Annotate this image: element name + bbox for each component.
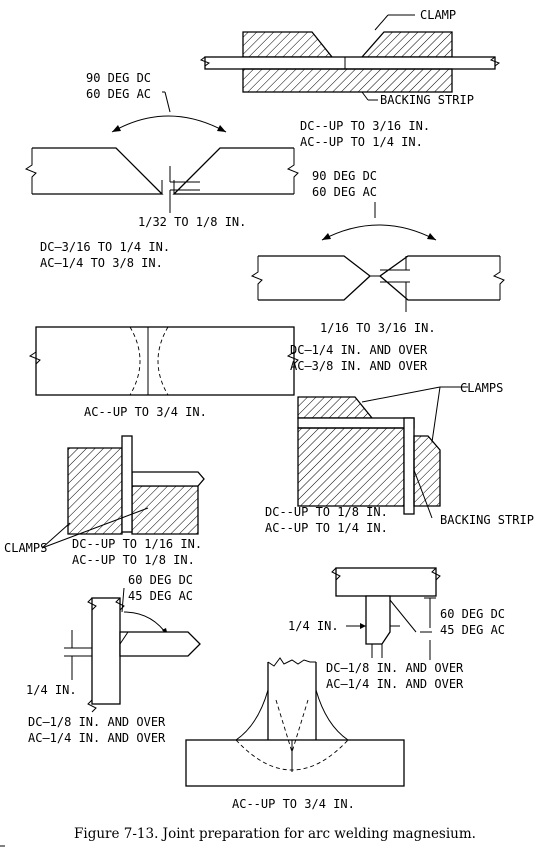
d8-angle-ac: 45 DEG AC [440, 623, 505, 637]
d9-base-plate [185, 739, 405, 787]
vertical-bevel-tee: 1/4 IN. 60 DEG DC 45 DEG AC DC—1/8 IN. A… [288, 567, 505, 691]
d8-dc-range: DC—1/8 IN. AND OVER [326, 661, 464, 675]
clamp-label: CLAMP [420, 8, 456, 22]
double-v-joint: 90 DEG DC 60 DEG AC 1/16 TO 3/16 IN. DC—… [250, 169, 505, 373]
clamped-edge-joint: CLAMPS DC--UP TO 1/16 IN. AC--UP TO 1/8 … [4, 435, 205, 567]
d5-clamps-label: CLAMPS [460, 381, 503, 395]
d4-plates [35, 326, 295, 396]
d5-dc-range: DC--UP TO 1/8 IN. [265, 505, 388, 519]
d7-angle-dc: 60 DEG DC [128, 573, 193, 587]
d7-vertical-member [91, 597, 121, 705]
beveled-tee-joint: 60 DEG DC 45 DEG AC 1/4 IN. DC—1/8 IN. A… [26, 573, 201, 745]
d2-root-gap: 1/32 TO 1/8 IN. [138, 215, 246, 229]
d7-dim-label: 1/4 IN. [26, 683, 77, 697]
single-v-joint: 90 DEG DC 60 DEG AC 1/32 TO 1/8 IN. DC—3… [24, 71, 299, 270]
d3-angle-ac: 60 DEG AC [312, 185, 377, 199]
d7-beveled-member [119, 631, 201, 657]
d6-flat-plate [131, 471, 205, 487]
square-butt-joint: AC--UP TO 3/4 IN. [28, 326, 299, 419]
d6-ac-range: AC--UP TO 1/8 IN. [72, 553, 195, 567]
clamped-backing-joint: CLAMPS BACKING STRIP DC--UP TO 1/8 IN. A… [265, 381, 534, 535]
d7-angle-ac: 45 DEG AC [128, 589, 193, 603]
d5-clamp-side [413, 435, 441, 507]
d2-dc-range: DC—3/16 TO 1/4 IN. [40, 240, 170, 254]
d8-ac-range: AC—1/4 IN. AND OVER [326, 677, 464, 691]
figure-caption: Figure 7-13. Joint preparation for arc w… [74, 826, 476, 842]
d8-vertical-member [365, 595, 391, 645]
d5-backing-label: BACKING STRIP [440, 513, 534, 527]
d2-angle-dc: 90 DEG DC [86, 71, 151, 85]
d5-clamp-top [297, 396, 374, 419]
d6-vertical-plate [121, 435, 133, 533]
clamp-left [242, 31, 334, 58]
d5-upright [403, 417, 415, 515]
d8-angle-dc: 60 DEG DC [440, 607, 505, 621]
d3-angle-dc: 90 DEG DC [312, 169, 377, 183]
d5-base-block [297, 427, 405, 507]
d7-dc-range: DC—1/8 IN. AND OVER [28, 715, 166, 729]
d7-ac-range: AC—1/4 IN. AND OVER [28, 731, 166, 745]
d6-dc-range: DC--UP TO 1/16 IN. [72, 537, 202, 551]
d8-dim-label: 1/4 IN. [288, 619, 339, 633]
plate-sheet [204, 56, 496, 70]
d2-angle-ac: 60 DEG AC [86, 87, 151, 101]
clamp-right [360, 31, 453, 58]
backing-strip [242, 68, 453, 93]
d5-sheet [297, 417, 415, 429]
clamped-butt-joint: CLAMP BACKING STRIP DC--UP TO 3/16 IN. A… [199, 8, 501, 149]
d1-dc-range: DC--UP TO 3/16 IN. [300, 119, 430, 133]
d6-clamp-left [67, 447, 123, 535]
d2-ac-range: AC—1/4 TO 3/8 IN. [40, 256, 163, 270]
d3-root-gap: 1/16 TO 3/16 IN. [320, 321, 436, 335]
d3-dc-range: DC—1/4 IN. AND OVER [290, 343, 428, 357]
d1-ac-range: AC--UP TO 1/4 IN. [300, 135, 423, 149]
backing-strip-label: BACKING STRIP [380, 93, 474, 107]
d3-ac-range: AC—3/8 IN. AND OVER [290, 359, 428, 373]
d8-horizontal-member [335, 567, 437, 597]
d5-ac-range: AC--UP TO 1/4 IN. [265, 521, 388, 535]
double-fillet-tee: AC--UP TO 3/4 IN. [185, 657, 405, 811]
d6-clamps-label: CLAMPS [4, 541, 47, 555]
d4-ac-range: AC--UP TO 3/4 IN. [84, 405, 207, 419]
d9-ac-range: AC--UP TO 3/4 IN. [232, 797, 355, 811]
